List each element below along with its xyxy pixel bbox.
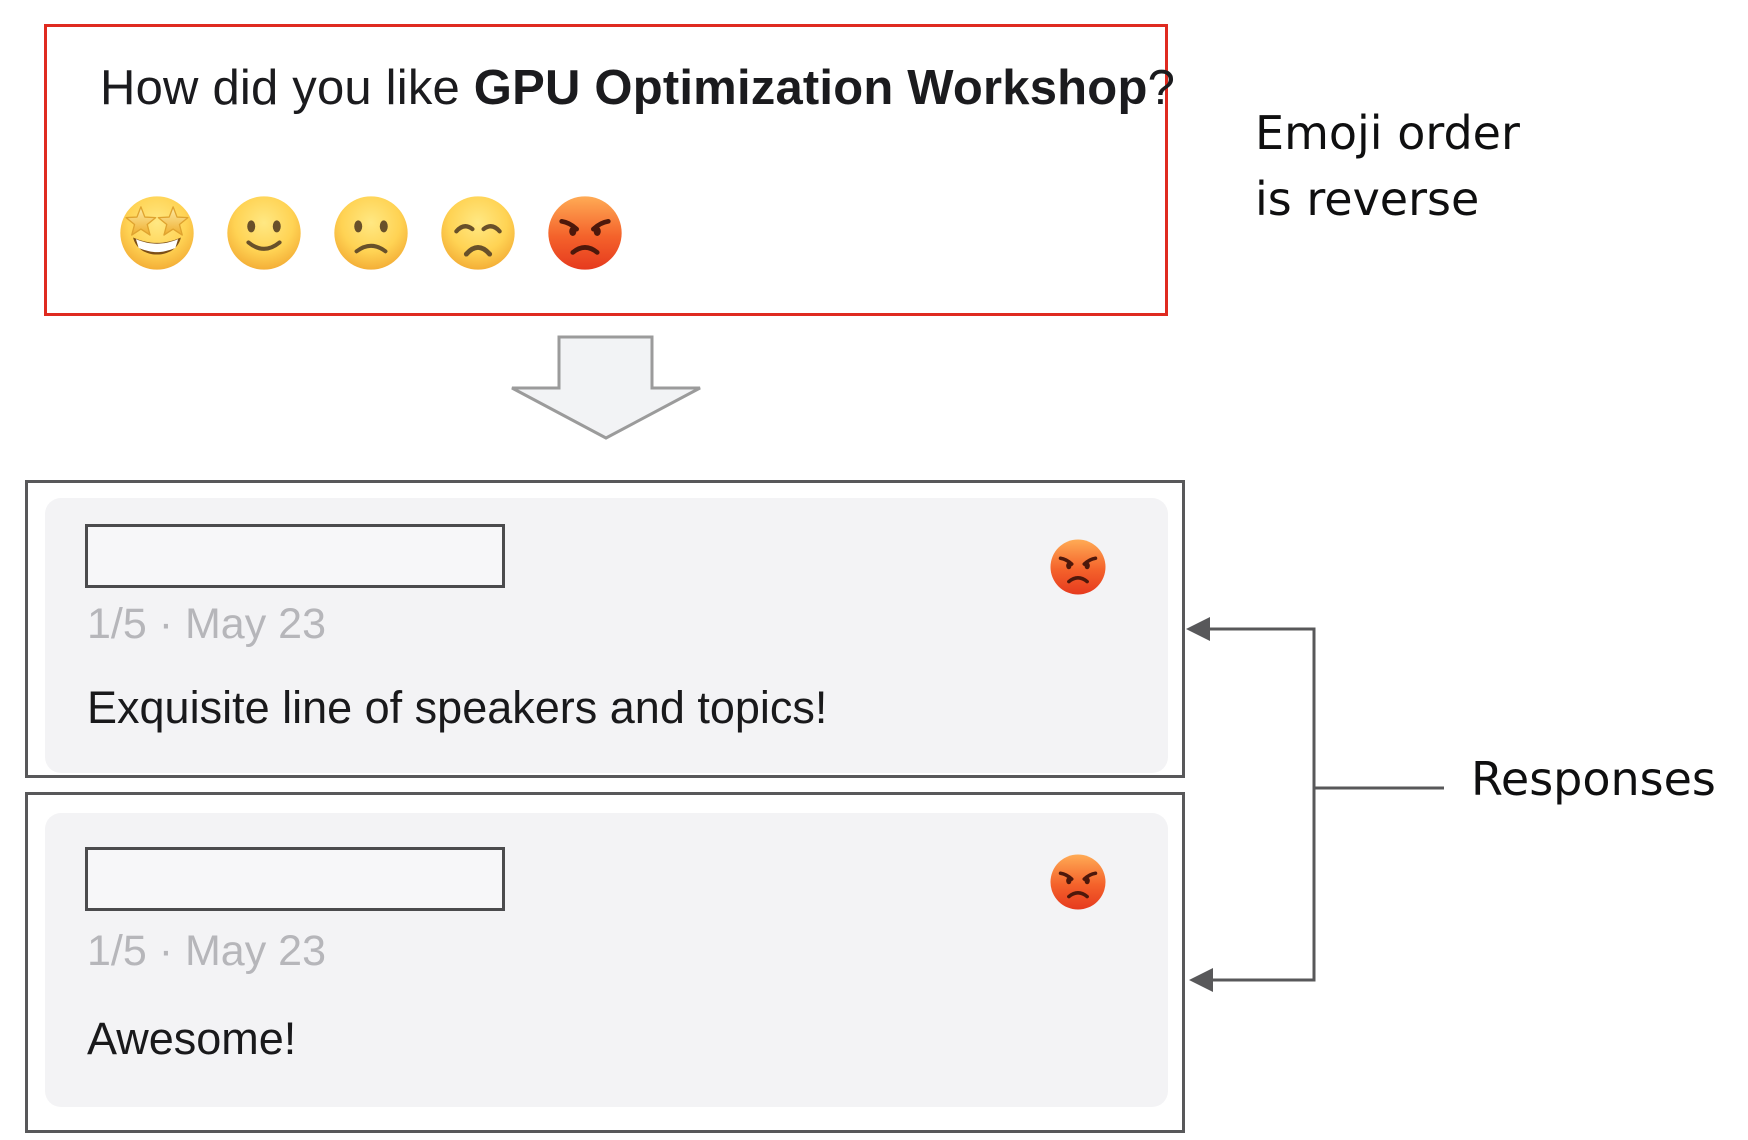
disappointed-emoji[interactable]: [438, 193, 518, 273]
response-panel: 1/5 · May 23 Awesome!: [45, 813, 1168, 1107]
question-event-name: GPU Optimization Workshop: [473, 61, 1148, 115]
arrowhead-to-card1: [1186, 617, 1210, 641]
emoji-order-note-line2: is reverse: [1255, 172, 1480, 226]
star-struck-emoji[interactable]: [117, 193, 197, 273]
angry-emoji[interactable]: [545, 193, 625, 273]
angry-emoji: [1048, 537, 1108, 597]
response-card: 1/5 · May 23 Awesome!: [25, 792, 1185, 1133]
slightly-smiling-emoji[interactable]: [224, 193, 304, 273]
arrowhead-to-card2: [1189, 968, 1213, 992]
slightly-frowning-emoji[interactable]: [331, 193, 411, 273]
question-suffix: ?: [1147, 61, 1176, 115]
emoji-order-note: Emoji order is reverse: [1255, 100, 1520, 232]
response-comment: Awesome!: [87, 1013, 297, 1064]
emoji-rating-scale: [117, 193, 625, 273]
angry-emoji: [1048, 852, 1108, 912]
emoji-order-note-line1: Emoji order: [1255, 106, 1520, 160]
responses-label: Responses: [1471, 752, 1716, 806]
down-arrow: [511, 335, 701, 440]
survey-question-card: How did you like GPU Optimization Worksh…: [44, 24, 1175, 316]
response-panel: 1/5 · May 23 Exquisite line of speakers …: [45, 498, 1168, 773]
response-meta: 1/5 · May 23: [87, 927, 326, 975]
respondent-name-redacted: [85, 524, 505, 588]
survey-question-text: How did you like GPU Optimization Worksh…: [100, 60, 1175, 116]
response-card: 1/5 · May 23 Exquisite line of speakers …: [25, 480, 1185, 778]
question-prefix: How did you like: [100, 61, 474, 115]
response-meta: 1/5 · May 23: [87, 600, 326, 648]
respondent-name-redacted: [85, 847, 505, 911]
responses-bracket-line: [1209, 627, 1316, 982]
response-comment: Exquisite line of speakers and topics!: [87, 682, 828, 733]
